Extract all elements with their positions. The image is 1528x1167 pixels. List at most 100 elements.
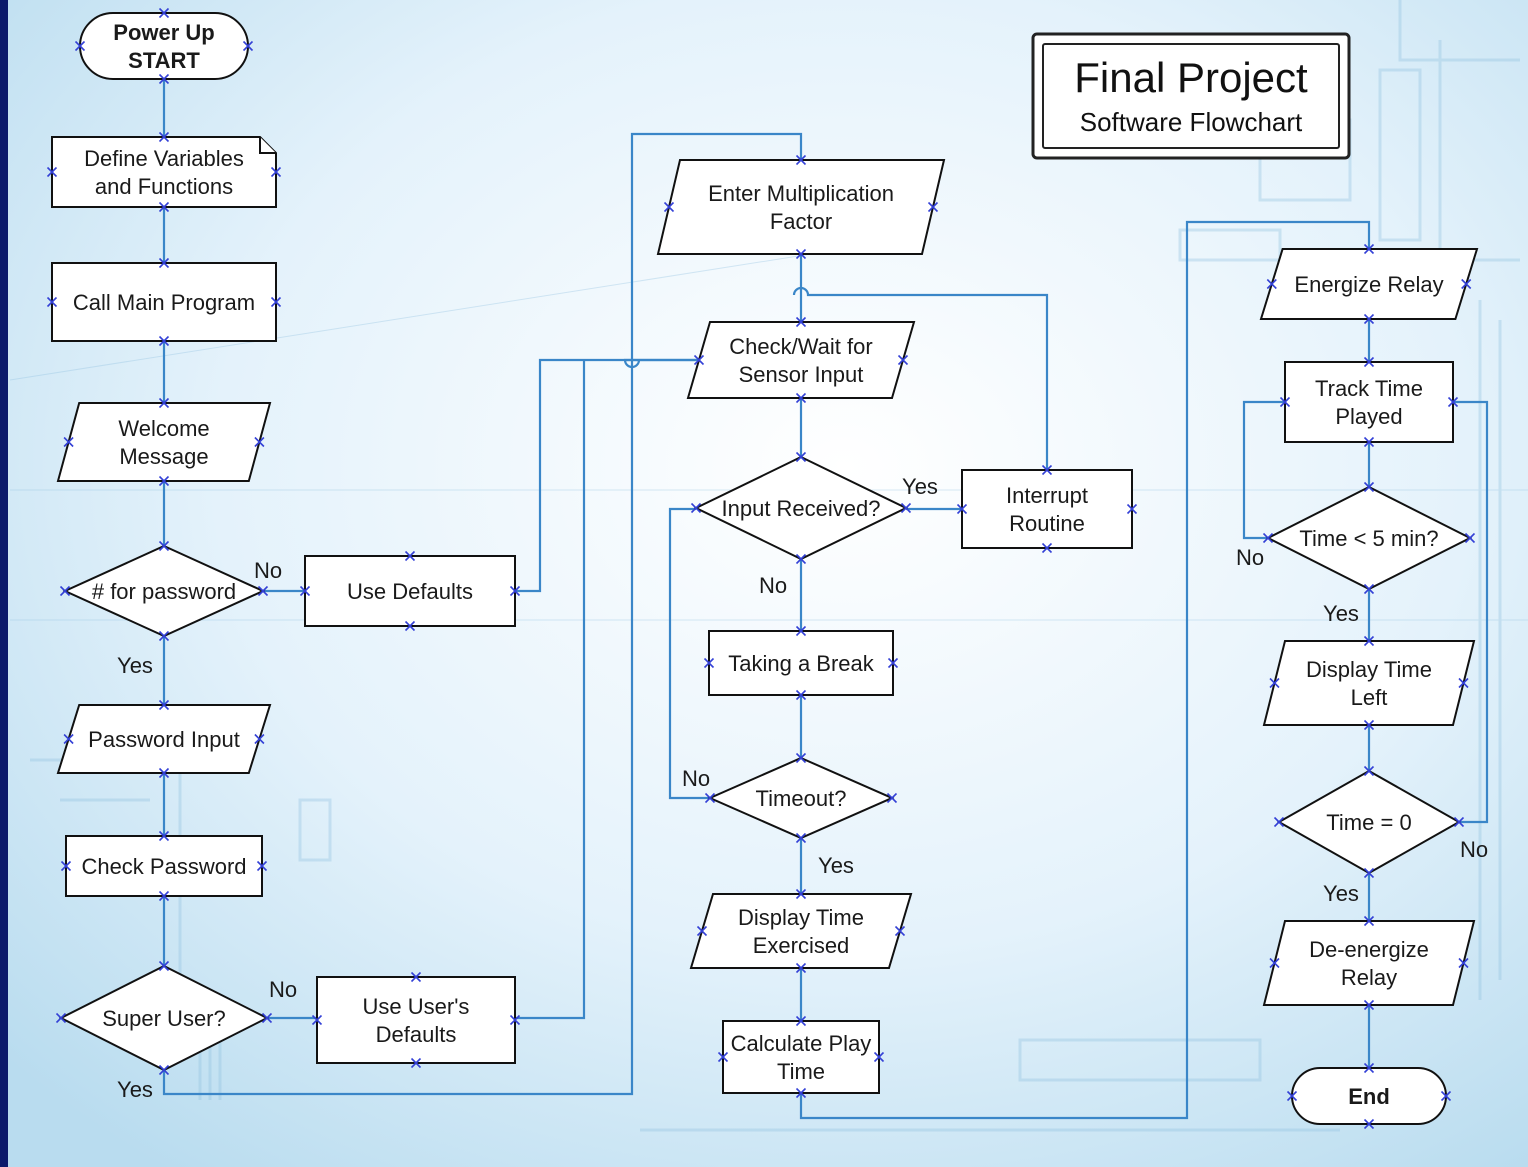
diagram-title: Final Project [1074,54,1308,101]
connection-point [270,296,282,308]
connection-point [1041,542,1053,554]
connection-point [1447,396,1459,408]
node-label: Left [1351,685,1388,710]
node-label: Check/Wait for [729,334,872,359]
connection-point [509,1014,521,1026]
connection-point [1440,1090,1452,1102]
connection-point [1464,532,1476,544]
connection-point [254,733,265,745]
connection-point [158,830,170,842]
node-use-defaults: Use Defaults [299,550,521,632]
node-label: Input Received? [722,496,881,521]
connection-point [1453,816,1465,828]
connection-point [158,630,170,642]
shape-process [51,262,277,342]
connection-point [795,1015,807,1027]
node-label: START [128,48,200,73]
node-label: Call Main Program [73,290,255,315]
node-label: Taking a Break [728,651,875,676]
node-time-eq0: Time = 0 [1273,765,1465,879]
connection-point [795,625,807,637]
connection-point [60,860,72,872]
connection-point [59,585,71,597]
node-label: and Functions [95,174,233,199]
connection-point [1041,464,1053,476]
node-label: Super User? [102,1006,226,1031]
connection-point [1363,999,1375,1011]
connection-point [887,657,899,669]
connection-point [74,40,86,52]
edge-useuserdefaults-checksensor [515,360,586,1020]
node-label: Interrupt [1006,483,1088,508]
connection-point [158,1064,170,1076]
connection-point [1273,816,1285,828]
edge-label-pw-no: No [254,558,282,583]
node-label: Use Defaults [347,579,473,604]
edge-labels: No Yes No Yes Yes No No Yes No Yes No Ye… [117,474,1488,1102]
edge-calcplay-energize [799,220,1371,1120]
connection-point [1363,243,1375,255]
node-label: Sensor Input [739,362,864,387]
connection-point [55,1012,67,1024]
shape-process [316,976,516,1064]
node-end: End [1286,1062,1452,1130]
connection-point [1363,481,1375,493]
connection-point [158,335,170,347]
connection-point [1269,677,1280,689]
connection-point [704,792,716,804]
node-label: Password Input [88,727,240,752]
connection-point [1363,436,1375,448]
connection-point [886,792,898,804]
edge-superuser-enterfactor [162,132,803,1096]
node-label: Check Password [81,854,246,879]
node-label: Display Time [738,905,864,930]
connection-point [795,1087,807,1099]
edge-label-t0-yes: Yes [1323,881,1359,906]
node-label: Energize Relay [1294,272,1443,297]
node-label: Routine [1009,511,1085,536]
connection-point [410,1057,422,1069]
connection-point [1363,313,1375,325]
connection-point [690,502,702,514]
node-pw-decision: # for password [59,540,269,642]
connection-point [158,397,170,409]
shape-data [656,159,946,255]
connection-point [795,154,807,166]
connection-point [1279,396,1291,408]
connection-point [158,257,170,269]
connection-point [956,503,968,515]
connection-point [270,166,282,178]
edge-jumper [623,358,712,369]
node-label: Track Time [1315,376,1423,401]
connection-point [257,585,269,597]
edge-label-ir-no: No [759,573,787,598]
node-check-password: Check Password [60,830,268,902]
connection-point [311,1014,323,1026]
node-label: Factor [770,209,832,234]
node-label: Enter Multiplication [708,181,894,206]
connection-point [261,1012,273,1024]
connection-point [404,620,416,632]
node-label: Display Time [1306,657,1432,682]
edge-timeout-inputreceived [668,507,710,800]
node-time-lt5: Time < 5 min? [1262,481,1476,595]
node-label: Played [1335,404,1402,429]
connection-point [299,585,311,597]
connection-point [795,888,807,900]
connection-point [1458,957,1469,969]
node-taking-break: Taking a Break [703,625,899,701]
connection-point [256,860,268,872]
connection-point [158,475,170,487]
edge-label-t5-yes: Yes [1323,601,1359,626]
connection-point [795,832,807,844]
connection-point [795,553,807,565]
shape-process [961,469,1133,549]
connectors [162,80,1489,1120]
connection-point [1363,719,1375,731]
connection-point [900,502,912,514]
